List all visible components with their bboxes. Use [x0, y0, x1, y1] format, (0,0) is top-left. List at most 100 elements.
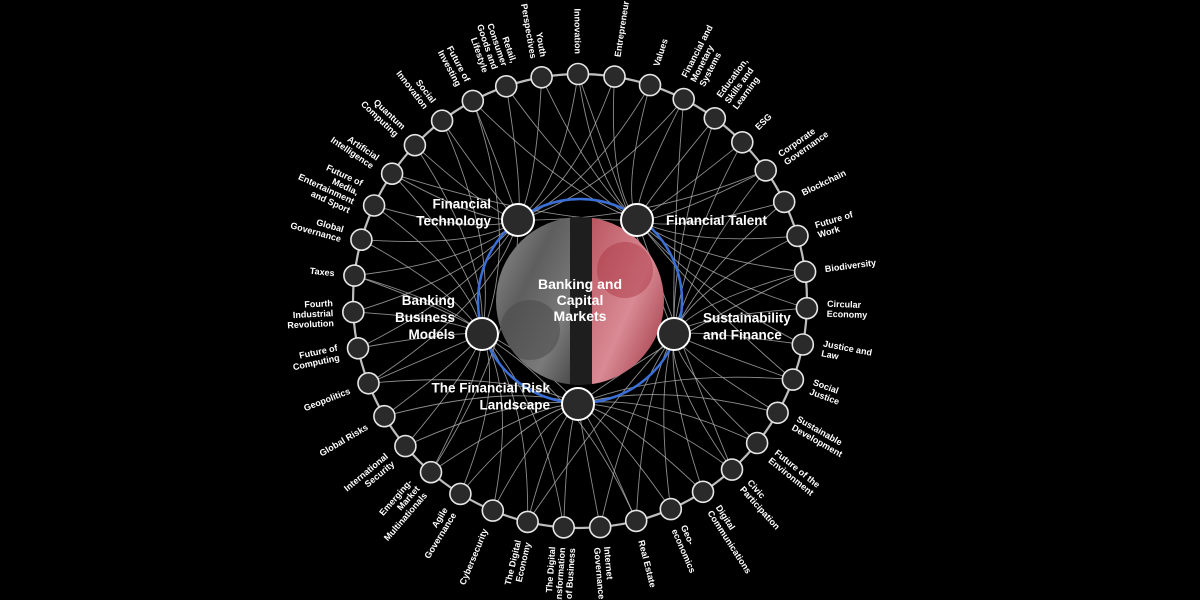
topic-label: Real Estate: [636, 539, 658, 588]
topic-node-circle[interactable]: [730, 131, 754, 154]
topic-node-internet-governance[interactable]: InternetGovernance: [588, 515, 617, 600]
topic-node-future-of-work[interactable]: Future ofWork: [786, 209, 858, 248]
topic-node-circular-economy[interactable]: CircularEconomy: [795, 296, 867, 320]
topic-node-circle[interactable]: [703, 107, 727, 130]
connection-line: [527, 333, 675, 523]
topic-node-circle[interactable]: [720, 458, 744, 481]
topic-node-circle[interactable]: [566, 62, 590, 86]
topic-node-cybersecurity[interactable]: Cybersecurity: [458, 499, 505, 586]
topic-node-circle[interactable]: [403, 133, 427, 157]
topic-node-circle[interactable]: [624, 509, 648, 533]
topic-label: DigitalCommunications: [705, 503, 761, 575]
topic-node-the-digital-transformation-of-business[interactable]: The DigitalTransformationof Business: [543, 516, 578, 600]
topic-node-circle[interactable]: [691, 480, 715, 504]
connection-line: [599, 333, 675, 528]
topic-node-circle[interactable]: [357, 371, 380, 395]
topic-node-entrepreneur[interactable]: Entrepreneur: [603, 0, 632, 88]
connection-line: [673, 170, 767, 335]
topic-node-geopolitics[interactable]: Geopolitics: [302, 371, 380, 413]
topic-node-retail-consumer-goods-and-lifestyle[interactable]: Retail,ConsumerGoods andLifestyle: [465, 16, 519, 98]
hub-node-circle[interactable]: [561, 387, 595, 421]
topic-label: SocialInnovation: [394, 63, 438, 111]
connection-line: [636, 219, 804, 345]
topic-node-circle[interactable]: [552, 516, 576, 539]
topic-node-circle[interactable]: [772, 190, 796, 214]
topic-node-circle[interactable]: [672, 87, 696, 111]
topic-node-innovation[interactable]: Innovation: [566, 8, 590, 86]
topic-label: SocialJustice: [808, 377, 844, 407]
topic-node-values[interactable]: Values: [638, 37, 670, 97]
hub-node-circle[interactable]: [501, 203, 535, 237]
topic-label: Innovation: [572, 8, 582, 54]
topic-node-fourth-industrial-revolution[interactable]: FourthIndustrialRevolution: [286, 298, 365, 330]
connection-line: [384, 395, 579, 417]
connection-line: [673, 142, 743, 335]
topic-node-circle[interactable]: [659, 497, 683, 521]
topic-node-circle[interactable]: [346, 336, 370, 360]
topic-node-future-of-computing[interactable]: Future ofComputing: [290, 336, 370, 372]
topic-node-circle[interactable]: [516, 510, 539, 534]
hub-node-circle[interactable]: [465, 317, 499, 351]
topic-node-circle[interactable]: [430, 109, 454, 132]
topic-node-esg[interactable]: ESG: [730, 111, 774, 154]
topic-node-geo-economics[interactable]: Geo-economics: [659, 497, 706, 575]
topic-node-circle[interactable]: [530, 66, 553, 89]
topic-label: GlobalGovernance: [289, 211, 345, 244]
topic-node-circle[interactable]: [341, 300, 365, 324]
topic-node-circle[interactable]: [380, 162, 404, 185]
topic-label: Emerging-MarketMultinationals: [367, 477, 429, 542]
topic-node-corporate-governance[interactable]: CorporateGovernance: [754, 121, 830, 182]
topic-node-circle[interactable]: [362, 194, 386, 217]
topic-node-circle[interactable]: [461, 89, 485, 113]
topic-node-circle[interactable]: [745, 431, 769, 455]
connection-line: [517, 76, 615, 221]
topic-node-social-justice[interactable]: SocialJustice: [781, 368, 844, 407]
topic-node-global-governance[interactable]: GlobalGovernance: [289, 211, 373, 251]
topic-node-circle[interactable]: [638, 73, 662, 97]
topic-node-circle[interactable]: [781, 368, 805, 391]
topic-node-taxes[interactable]: Taxes: [309, 264, 366, 287]
topic-node-circle[interactable]: [373, 404, 396, 428]
topic-node-circle[interactable]: [350, 228, 373, 251]
hub-node-financial-talent[interactable]: Financial Talent: [620, 203, 768, 237]
topic-node-circle[interactable]: [449, 482, 472, 506]
hub-node-circle[interactable]: [657, 317, 691, 351]
topic-node-real-estate[interactable]: Real Estate: [624, 509, 658, 589]
topic-node-circle[interactable]: [394, 434, 417, 458]
topic-node-circle[interactable]: [588, 515, 612, 539]
topic-node-circle[interactable]: [481, 499, 505, 522]
topic-label: QuantumComputing: [359, 92, 407, 139]
topic-node-circle[interactable]: [766, 401, 789, 425]
topic-label: Entrepreneur: [613, 0, 632, 58]
center-title-line: Markets: [554, 308, 607, 324]
topic-label: Future ofWork: [814, 209, 858, 240]
connection-line: [636, 219, 808, 309]
topic-node-circle[interactable]: [603, 65, 626, 88]
topic-node-circle[interactable]: [791, 333, 815, 356]
topic-node-youth-perspectives[interactable]: YouthPerspectives: [519, 1, 553, 89]
topic-node-circle[interactable]: [494, 75, 518, 98]
topic-node-blockchain[interactable]: Blockchain: [772, 168, 848, 214]
topic-node-biodiversity[interactable]: Biodiversity: [793, 258, 877, 284]
topic-node-circle[interactable]: [795, 296, 819, 320]
hub-node-circle[interactable]: [620, 203, 654, 237]
topic-node-circle[interactable]: [343, 264, 366, 287]
topic-node-justice-and-law[interactable]: Justice andLaw: [791, 333, 873, 368]
topic-node-circle[interactable]: [786, 224, 809, 248]
topic-node-the-digital-economy[interactable]: The DigitalEconomy: [503, 510, 539, 588]
connection-line: [517, 84, 651, 221]
connection-line: [517, 98, 685, 221]
topic-node-circle[interactable]: [793, 260, 817, 284]
topic-node-global-risks[interactable]: Global Risks: [318, 404, 396, 459]
topic-label: Future of theEnvironment: [766, 448, 821, 498]
topic-node-circle[interactable]: [419, 460, 443, 484]
topic-node-circle[interactable]: [754, 159, 778, 182]
connection-line: [577, 401, 758, 444]
connection-line: [472, 100, 638, 221]
